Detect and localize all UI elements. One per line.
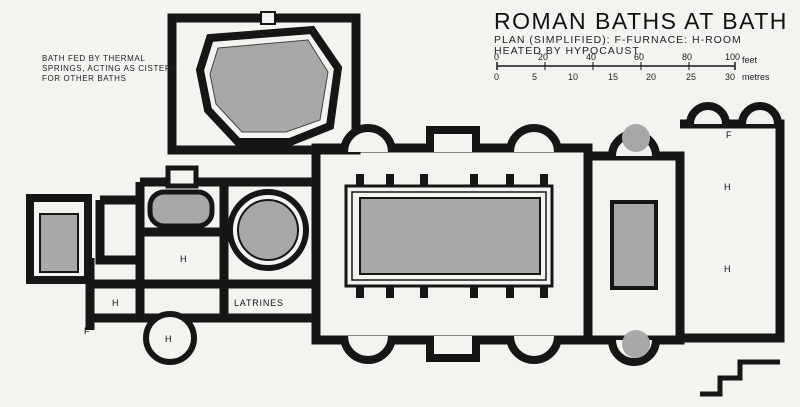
apse-pool-north	[622, 124, 650, 152]
scale-feet-80: 80	[682, 52, 693, 62]
scale-feet-40: 40	[586, 52, 597, 62]
label-h-east-upper: H	[724, 182, 732, 192]
spring-note: BATH FED BY THERMAL SPRINGS, ACTING AS C…	[42, 54, 178, 83]
label-f-west: F	[84, 326, 91, 336]
west-bath	[26, 194, 92, 284]
subtitle-line-1: PLAN (SIMPLIFIED): F-FURNACE: H-ROOM	[494, 34, 742, 46]
stepped-corner	[700, 359, 780, 397]
label-h-lower-left: H	[112, 298, 120, 308]
round-room	[143, 311, 197, 365]
scale-feet-unit: feet	[742, 55, 758, 65]
label-h-west-room: H	[180, 254, 188, 264]
label-h-round-room: H	[165, 334, 173, 344]
scale-feet-60: 60	[634, 52, 645, 62]
scale-metre-10: 10	[568, 72, 579, 82]
piers	[356, 174, 548, 298]
scale-metre-20: 20	[646, 72, 657, 82]
great-bath	[344, 184, 554, 288]
scale-metre-0: 0	[494, 72, 500, 82]
scale-feet-100: 100	[725, 52, 741, 62]
oval-bath	[147, 165, 215, 229]
sacred-spring-enclosure	[167, 11, 361, 155]
subtitle-line-2: HEATED BY HYPOCAUST.	[494, 45, 643, 57]
east-bath	[610, 200, 658, 290]
scale-bar	[496, 62, 736, 70]
scale-feet-0: 0	[494, 52, 500, 62]
label-h-east-lower: H	[724, 264, 732, 274]
scale-metre-15: 15	[608, 72, 619, 82]
apse-pool-south	[622, 330, 650, 358]
scale-feet-20: 20	[538, 52, 549, 62]
diagram-title: ROMAN BATHS AT BATH	[494, 8, 788, 34]
scale-metre-30: 30	[725, 72, 736, 82]
label-f-east: F	[726, 130, 733, 140]
scale-metre-5: 5	[532, 72, 538, 82]
scale-metre-unit: metres	[742, 72, 770, 82]
label-latrines: LATRINES	[234, 298, 284, 308]
scale-metre-25: 25	[686, 72, 697, 82]
circular-bath	[227, 189, 309, 271]
